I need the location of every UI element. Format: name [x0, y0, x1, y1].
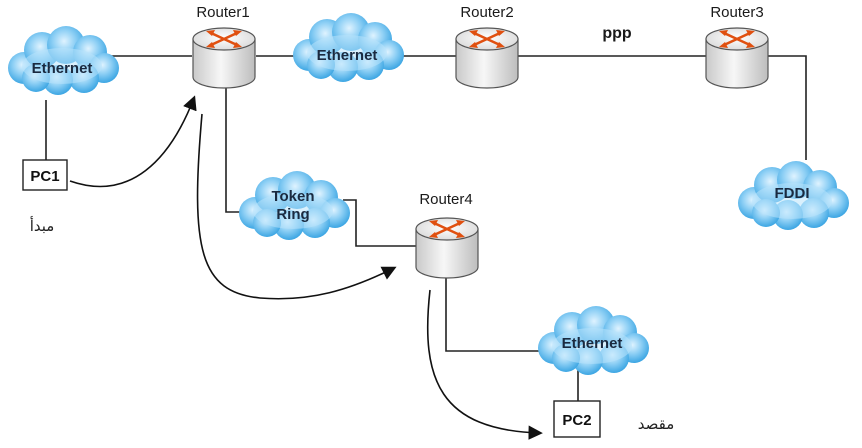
router-2-label: Router2	[460, 4, 513, 21]
source-annotation: مبدأ	[30, 216, 55, 235]
cloud-token-ring: Token Ring	[239, 171, 350, 240]
router-4	[414, 216, 480, 280]
cloud-label: Ethernet	[562, 335, 623, 352]
cloud-fddi: FDDI	[738, 161, 849, 230]
cloud-ethernet-1: Ethernet	[8, 26, 119, 95]
pc-1-label: PC1	[30, 168, 59, 185]
arrow-router1-to-router4	[196, 113, 397, 300]
router-3	[704, 26, 770, 90]
pc-2-label: PC2	[562, 412, 591, 429]
router-icon	[704, 26, 770, 90]
router-icon	[191, 26, 257, 90]
pc-2-box	[553, 400, 601, 438]
arrow-router4-to-pc2	[426, 289, 543, 440]
pc-2: PC2	[553, 400, 601, 438]
router-icon	[414, 216, 480, 280]
cloud-ethernet-3: Ethernet	[538, 306, 649, 375]
router-1	[191, 26, 257, 90]
cloud-label-line1: Token	[271, 188, 314, 205]
cloud-ethernet-2: Ethernet	[293, 13, 404, 82]
pc-1: PC1	[22, 159, 68, 191]
flow-arrows	[69, 95, 543, 440]
pc-1-box	[22, 159, 68, 191]
router-2	[454, 26, 520, 90]
arrow-pc1-to-router1	[69, 95, 197, 188]
router-icon	[454, 26, 520, 90]
router-4-label: Router4	[419, 191, 472, 208]
link-router3-fddi	[768, 55, 807, 160]
link-tokenring-router4	[343, 199, 418, 247]
ppp-link-label: ppp	[602, 25, 632, 42]
link-router1-tokenring	[225, 88, 244, 213]
cloud-label: Ethernet	[32, 60, 93, 77]
cloud-label: Ethernet	[317, 47, 378, 64]
cloud-label-line2: Ring	[276, 206, 309, 223]
cloud-label: FDDI	[775, 185, 810, 202]
router-3-label: Router3	[710, 4, 763, 21]
destination-annotation: مقصد	[638, 415, 675, 433]
link-router4-ethernet5	[445, 276, 552, 352]
router-1-label: Router1	[196, 4, 249, 21]
